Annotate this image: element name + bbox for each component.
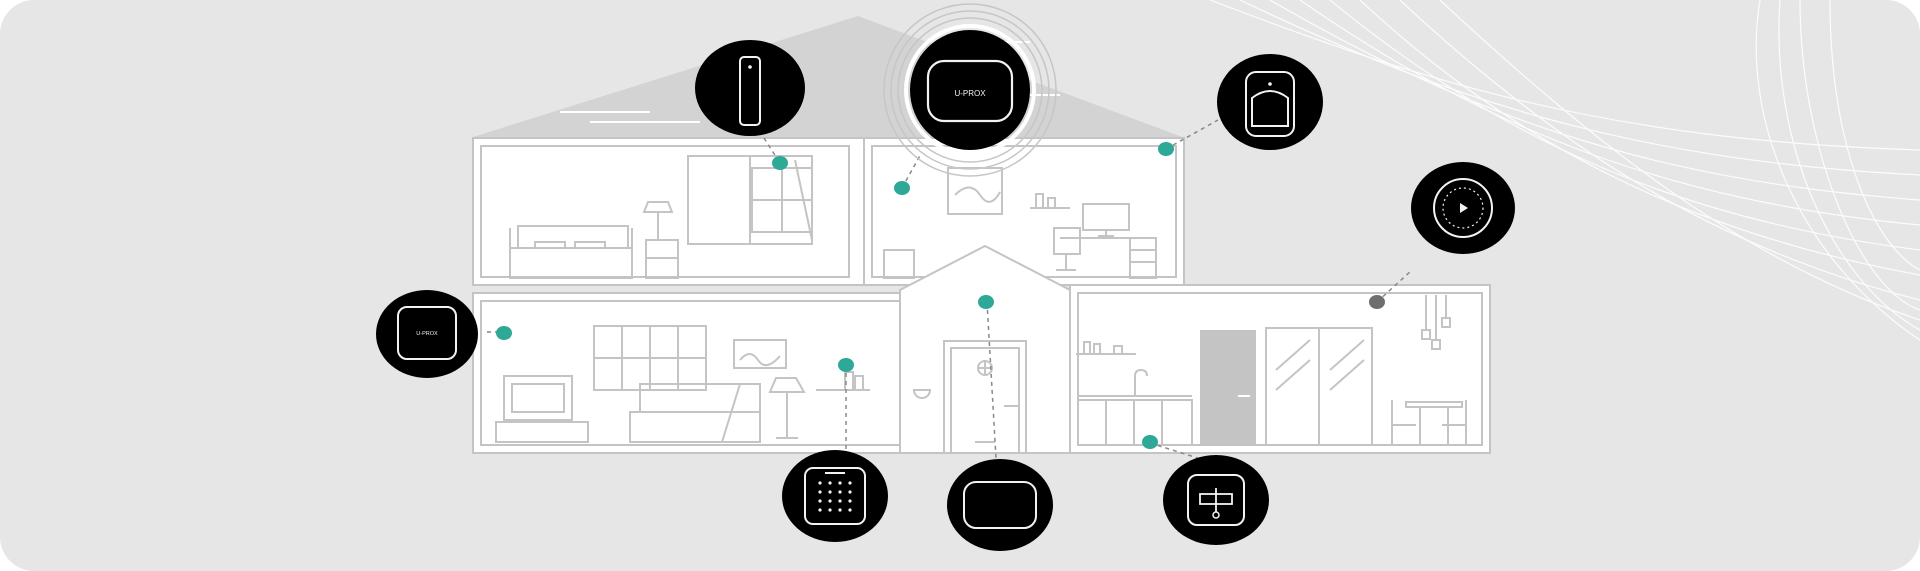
- hub-mini-icon: [397, 306, 457, 360]
- device-hub[interactable]: U-PROX: [910, 30, 1030, 150]
- keypad-key: [848, 481, 852, 485]
- keypad-key: [838, 490, 842, 494]
- water-valve-icon: [1187, 474, 1245, 526]
- keypad-key: [838, 499, 842, 503]
- hotspot-entry-device[interactable]: [978, 295, 994, 309]
- device-motion-detector[interactable]: [1217, 54, 1323, 150]
- hotspot-motion-detector[interactable]: [1158, 142, 1174, 156]
- keypad-key: [838, 481, 842, 485]
- furniture: [495, 155, 1467, 454]
- device-door-sensor[interactable]: [695, 40, 805, 136]
- hotspot-keypad[interactable]: [838, 358, 854, 372]
- hotspot-siren[interactable]: [1369, 295, 1385, 309]
- keypad-key: [828, 481, 832, 485]
- device-siren[interactable]: [1411, 162, 1515, 254]
- keypad-key: [848, 490, 852, 494]
- keypad-key: [848, 508, 852, 512]
- keypad-key: [828, 490, 832, 494]
- keypad-key: [828, 508, 832, 512]
- device-hub-mini[interactable]: U-PROX: [376, 290, 478, 378]
- hub-brand-label: U-PROX: [954, 89, 986, 98]
- hotspot-hub[interactable]: [894, 181, 910, 195]
- fridge: [1200, 330, 1256, 445]
- hotspot-door-sensor[interactable]: [772, 156, 788, 170]
- device-keypad[interactable]: [782, 450, 888, 542]
- decorative-waves: [1209, 0, 1920, 341]
- keypad-key: [818, 508, 822, 512]
- keypad-key: [848, 499, 852, 503]
- keypad-icon: [804, 467, 866, 525]
- keypad-key: [818, 499, 822, 503]
- door-contact-sensor-icon: [739, 56, 761, 126]
- keypad-key: [818, 481, 822, 485]
- hub-mini-brand-label: U-PROX: [416, 331, 438, 337]
- keypad-key: [828, 499, 832, 503]
- hub-signal-rings: [883, 3, 1057, 177]
- entry-device-icon: [963, 481, 1037, 529]
- security-hub-icon: [926, 59, 1014, 123]
- device-water-valve[interactable]: [1163, 455, 1269, 545]
- motion-detector-icon: [1245, 71, 1295, 137]
- device-entry[interactable]: [947, 459, 1053, 551]
- hotspot-hub-mini[interactable]: [496, 326, 512, 340]
- keypad-key: [818, 490, 822, 494]
- keypad-key: [838, 508, 842, 512]
- hotspot-water-valve[interactable]: [1142, 435, 1158, 449]
- entrance-hall: [899, 244, 1071, 454]
- siren-icon: [1433, 178, 1493, 238]
